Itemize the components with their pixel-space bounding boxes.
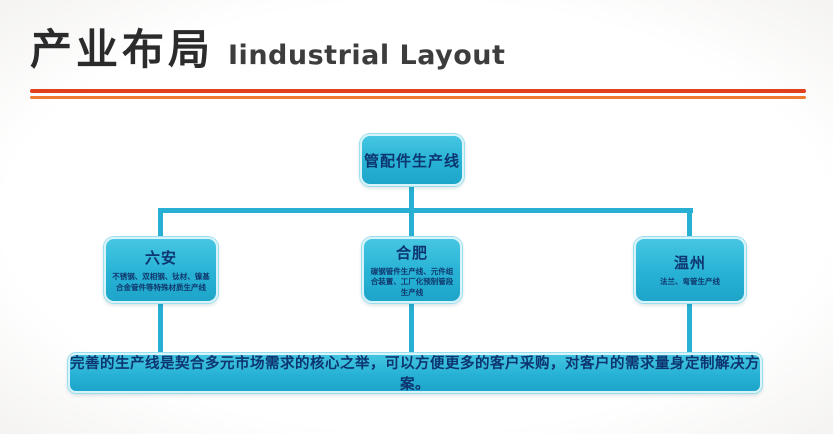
- connector-drop-luan: [158, 210, 163, 238]
- page-title-zh: 产业布局: [30, 25, 215, 74]
- connector-drop-wenzhou: [687, 210, 692, 238]
- title-underline-top: [30, 89, 806, 93]
- city-name-hefei: 合肥: [395, 244, 428, 263]
- page-title: 产业布局 Iindustrial Layout: [30, 16, 810, 77]
- connector-horizontal-bar: [158, 208, 693, 213]
- city-name-wenzhou: 温州: [673, 254, 706, 273]
- city-desc-hefei: 碳钢管件生产线、元件组合装置、工厂化预制管段生产线: [370, 267, 454, 297]
- connector-footer-luan: [158, 302, 163, 354]
- city-desc-luan: 不锈钢、双相钢、钛材、镍基合金管件等特殊材质生产线: [112, 272, 210, 292]
- connector-footer-hefei: [409, 302, 414, 354]
- connector-drop-hefei: [409, 210, 414, 238]
- city-name-luan: 六安: [144, 249, 177, 268]
- child-node-luan: 六安 不锈钢、双相钢、钛材、镍基合金管件等特殊材质生产线: [104, 237, 218, 303]
- connector-footer-wenzhou: [687, 302, 692, 354]
- root-node: 管配件生产线: [360, 134, 464, 186]
- city-desc-wenzhou: 法兰、弯管生产线: [660, 277, 720, 287]
- title-underline: [30, 89, 806, 99]
- root-node-label: 管配件生产线: [363, 151, 460, 170]
- child-node-hefei: 合肥 碳钢管件生产线、元件组合装置、工厂化预制管段生产线: [362, 237, 462, 303]
- child-node-wenzhou: 温州 法兰、弯管生产线: [634, 237, 746, 303]
- title-underline-bottom: [30, 96, 806, 99]
- slide-header: 产业布局 Iindustrial Layout: [30, 16, 810, 99]
- summary-text: 完善的生产线是契合多元市场需求的核心之举，可以方便更多的客户采购，对客户的需求量…: [70, 356, 760, 393]
- summary-bar: 完善的生产线是契合多元市场需求的核心之举，可以方便更多的客户采购，对客户的需求量…: [68, 353, 762, 393]
- page-title-en: Iindustrial Layout: [228, 40, 506, 71]
- connector-root-down: [409, 186, 414, 211]
